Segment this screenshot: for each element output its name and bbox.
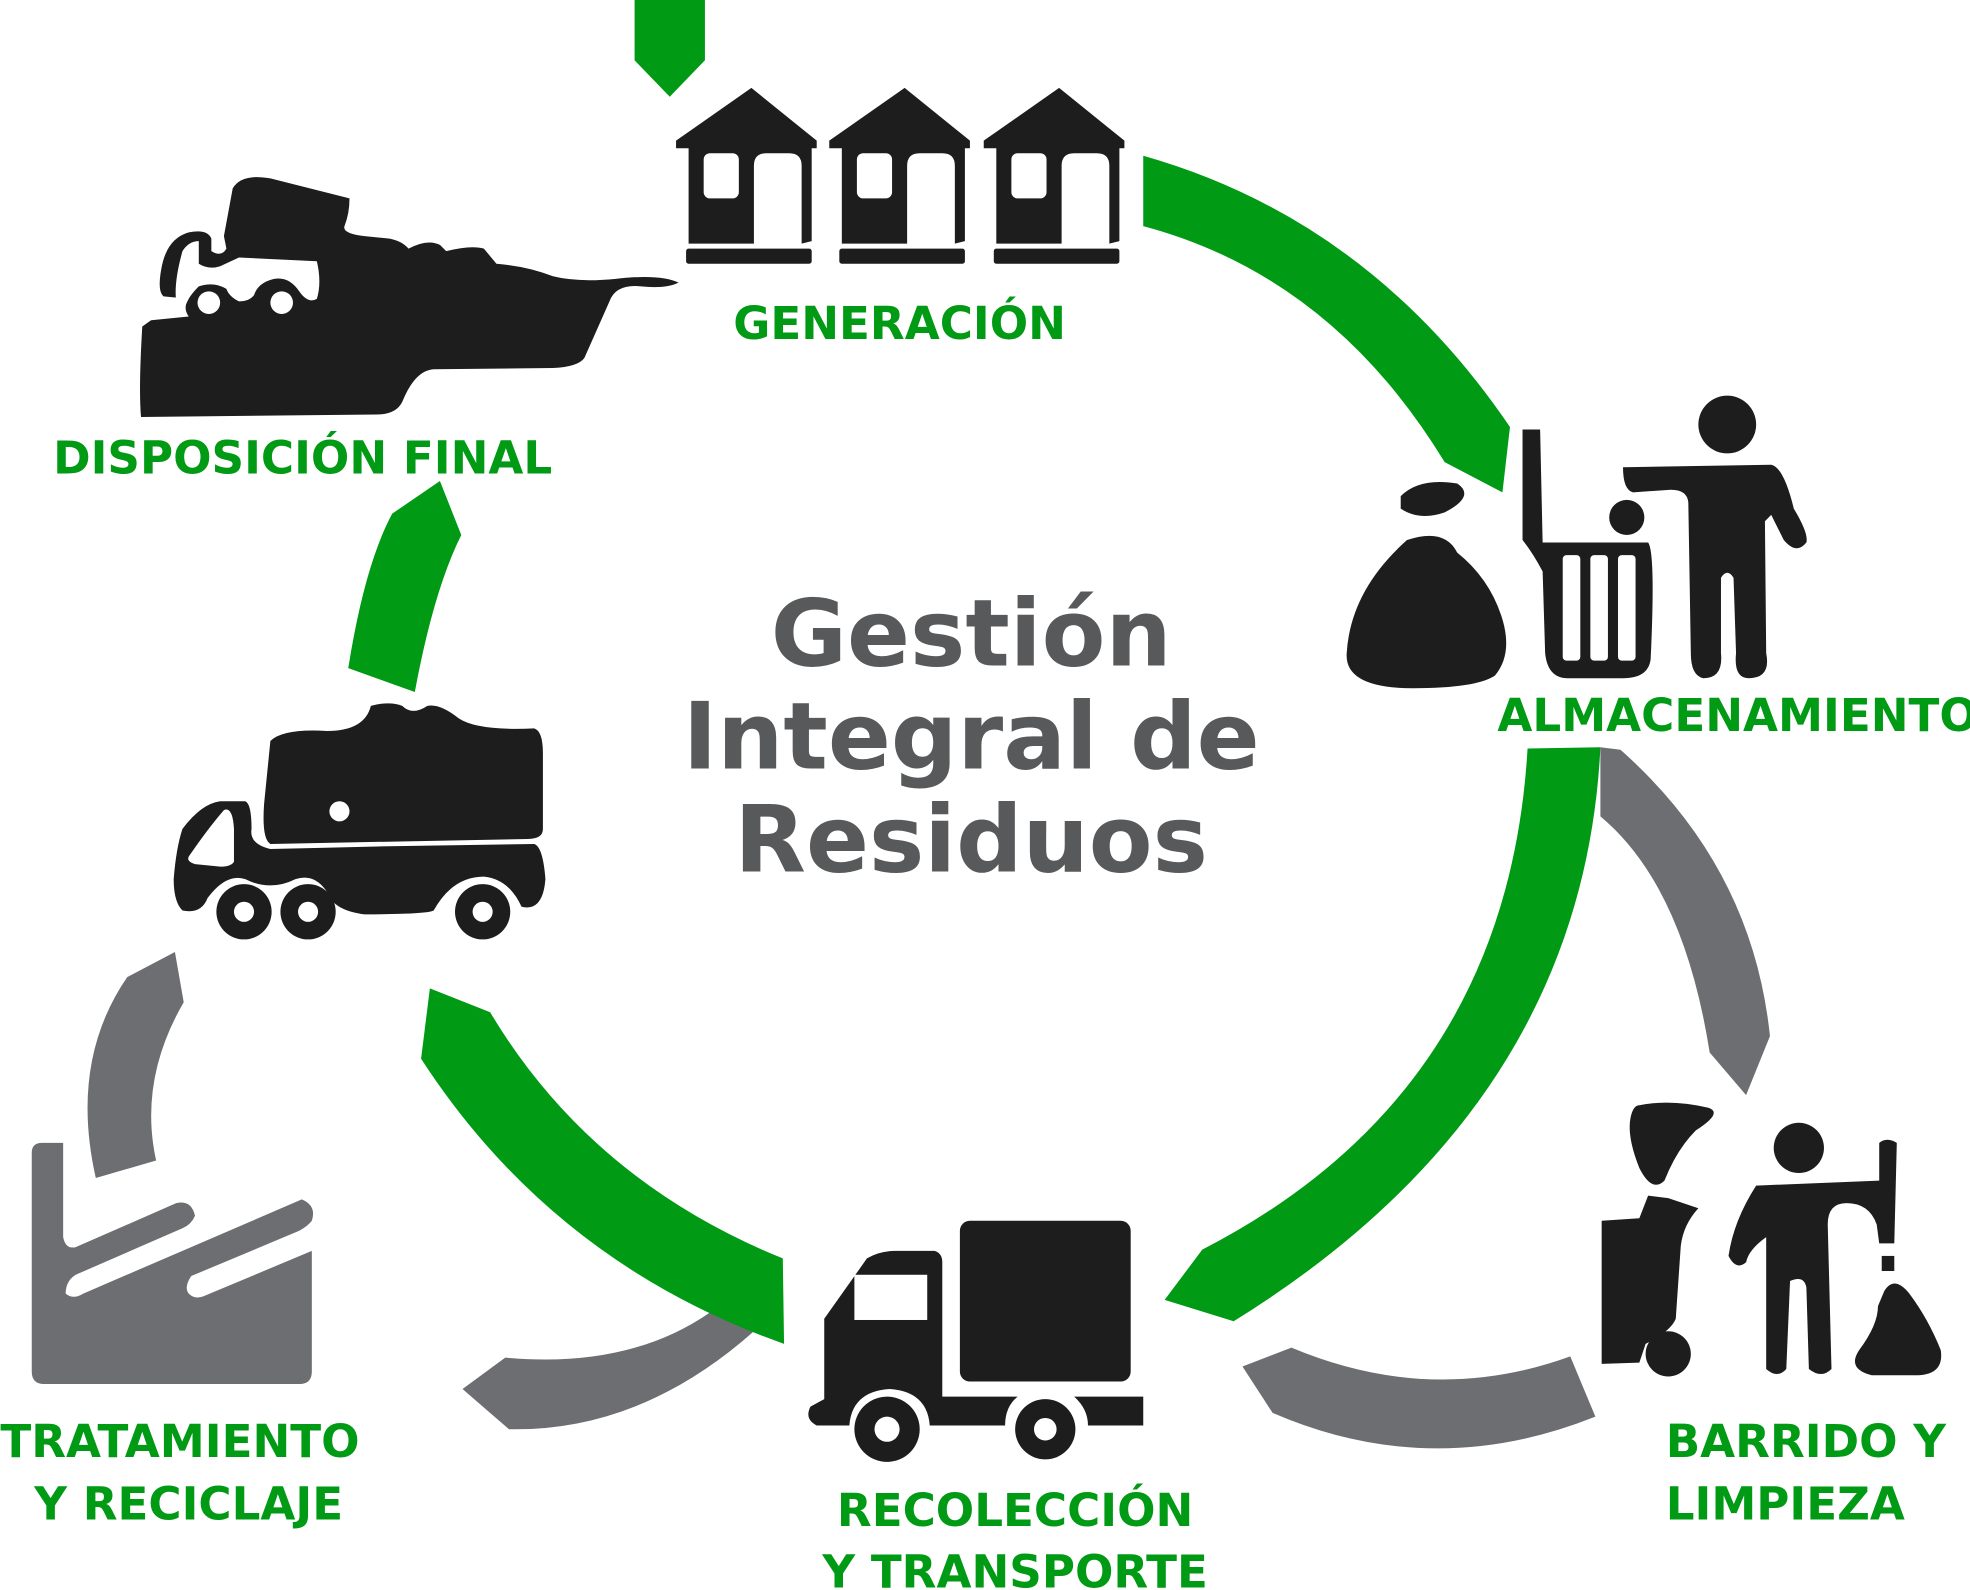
stage-labels: GENERACIÓN ALMACENAMIENTO BARRIDO Y LIMP… <box>0 297 1970 1590</box>
label-generacion: GENERACIÓN <box>733 297 1066 350</box>
arrow-recoleccion-to-transfer <box>421 988 785 1344</box>
label-barrido-line2: LIMPIEZA <box>1666 1478 1905 1531</box>
label-barrido-line1: BARRIDO Y <box>1666 1415 1948 1468</box>
arrow-barrido-to-recoleccion <box>1242 1347 1596 1449</box>
person-icon <box>1623 464 1807 679</box>
center-title-line1: Gestión <box>771 580 1172 688</box>
label-almacenamiento: ALMACENAMIENTO <box>1497 689 1970 742</box>
arrow-transfer-to-disposicion <box>348 481 462 693</box>
arrow-generacion-to-almacenamiento <box>1143 155 1510 493</box>
landfill-bulldozer-icon <box>140 177 679 417</box>
houses-icon <box>676 87 1125 264</box>
trash-bag-icon <box>1346 481 1507 689</box>
label-disposicion: DISPOSICIÓN FINAL <box>53 431 552 484</box>
recycling-plant-icon <box>31 1142 314 1385</box>
cycle-arrows <box>87 0 1770 1449</box>
label-tratamiento-line2: Y RECICLAJE <box>33 1478 343 1531</box>
label-recoleccion-line1: RECOLECCIÓN <box>837 1484 1193 1537</box>
center-title-line2: Integral de <box>683 683 1260 791</box>
center-title-line3: Residuos <box>734 786 1208 894</box>
storage-icon <box>1346 395 1807 689</box>
sweeping-icon <box>1601 1102 1942 1377</box>
entry-arrow <box>634 0 705 97</box>
label-recoleccion-line2: Y TRANSPORTE <box>821 1545 1208 1590</box>
arrow-recoleccion-to-tratamiento <box>462 1312 754 1430</box>
arrow-almacenamiento-to-recoleccion <box>1164 747 1601 1322</box>
collection-truck-icon <box>808 1220 1144 1462</box>
label-tratamiento-line1: TRATAMIENTO <box>0 1415 359 1468</box>
transfer-truck-icon <box>173 703 546 940</box>
center-title: Gestión Integral de Residuos <box>683 580 1260 894</box>
arrow-almacenamiento-to-barrido <box>1600 747 1770 1096</box>
arrow-tratamiento-to-transfer <box>87 951 184 1179</box>
